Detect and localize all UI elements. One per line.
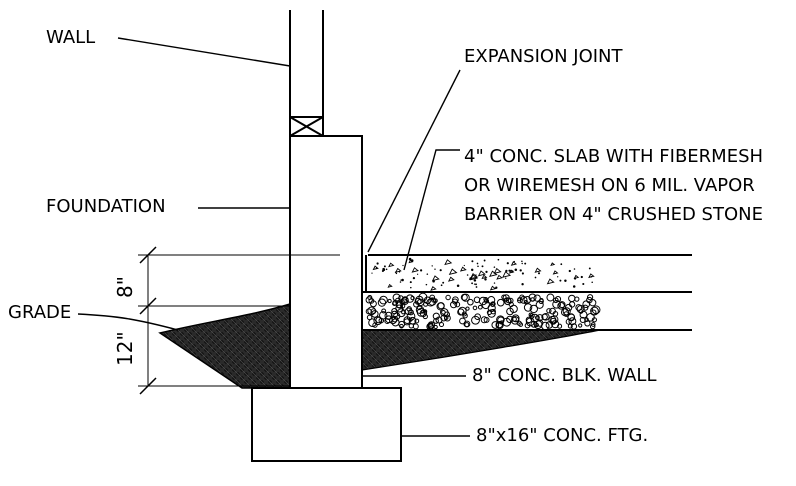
wall — [289, 10, 324, 137]
label-slab-line-2: OR WIREMESH ON 6 MIL. VAPOR — [464, 175, 755, 196]
dimension-lines — [138, 246, 340, 395]
crushed-stone — [365, 292, 601, 331]
footing — [251, 387, 402, 462]
foundation-wall — [289, 135, 363, 389]
label-footing: 8"x16" CONC. FTG. — [476, 425, 649, 446]
subgrade-soil — [361, 329, 601, 371]
label-slab-line-3: BARRIER ON 4" CRUSHED STONE — [464, 204, 763, 225]
label-wall: WALL — [46, 27, 96, 48]
label-foundation: FOUNDATION — [46, 196, 166, 217]
concrete-aggregate — [371, 257, 595, 291]
leader-lines — [77, 37, 470, 437]
label-slab-line-1: 4" CONC. SLAB WITH FIBERMESH — [464, 146, 764, 167]
dimension-12-inch: 12" — [113, 331, 137, 366]
label-grade: GRADE — [8, 302, 72, 323]
dimension-8-inch: 8" — [113, 276, 137, 298]
label-block-wall: 8" CONC. BLK. WALL — [472, 365, 657, 386]
slab — [362, 254, 692, 331]
label-expansion-joint: EXPANSION JOINT — [464, 46, 623, 67]
grade-soil — [158, 302, 291, 389]
